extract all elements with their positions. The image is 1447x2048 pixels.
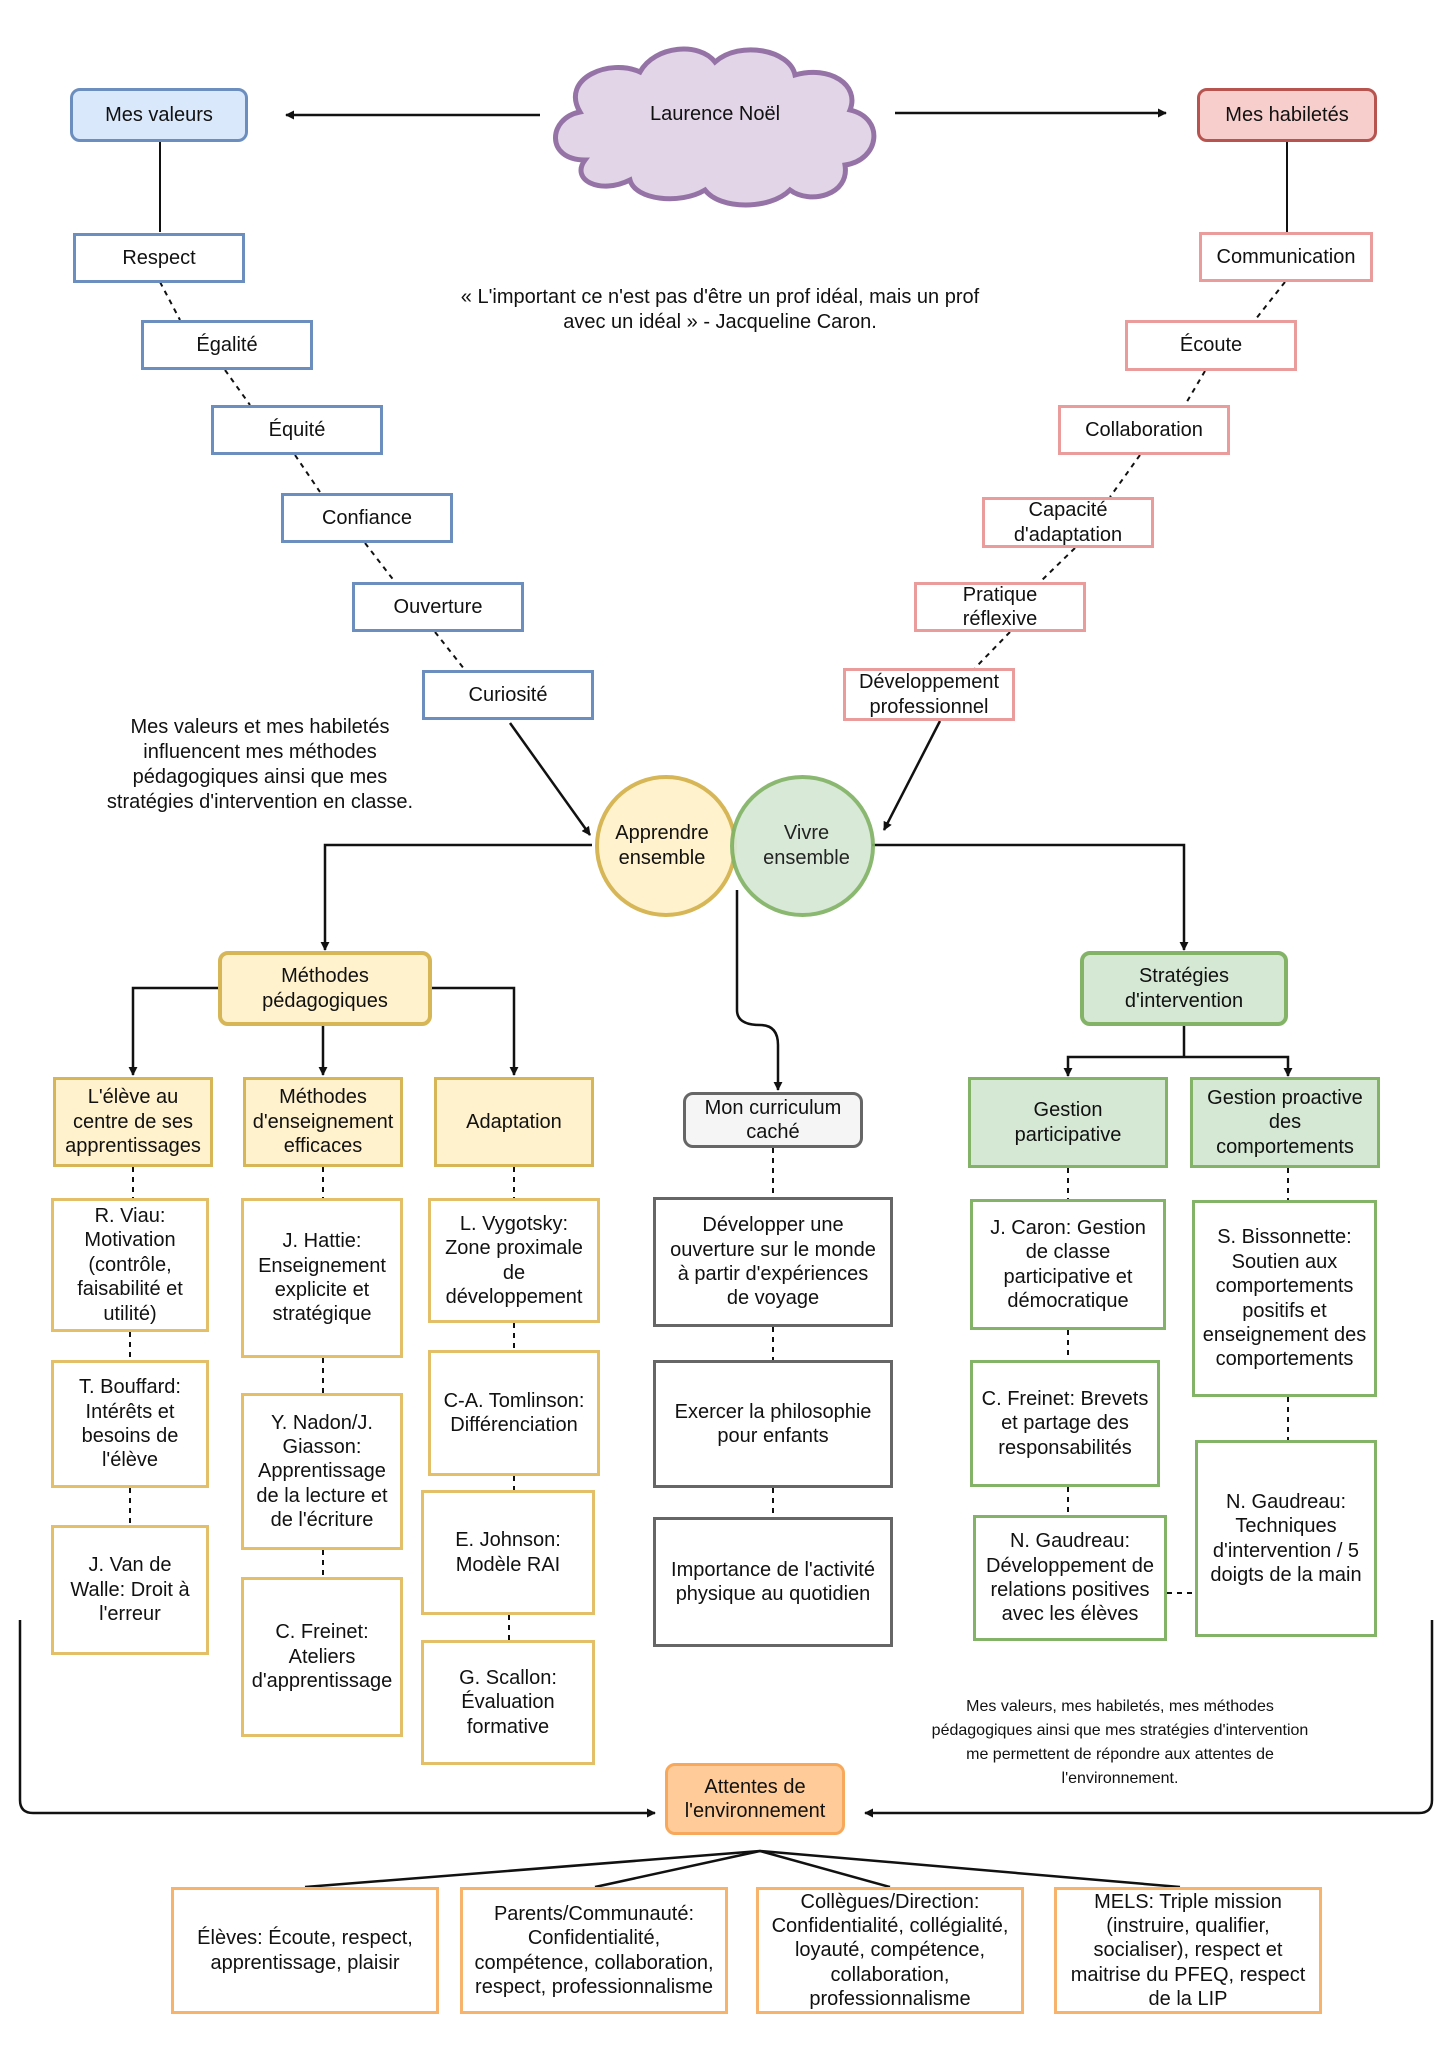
- strategies-title: Stratégies d'intervention: [1080, 951, 1288, 1026]
- arrow-methods-to-col1: [128, 986, 218, 1076]
- column-dashed-links: [129, 1148, 1289, 1640]
- arrow-methods-to-col3: [432, 986, 519, 1076]
- skills-chain-links: [974, 142, 1288, 669]
- skill-ecoute: Écoute: [1125, 320, 1297, 371]
- value-equite: Équité: [211, 405, 383, 455]
- strategies-col1-item-2: C. Freinet: Brevets et partage des respo…: [970, 1360, 1160, 1487]
- value-ouverture: Ouverture: [352, 582, 524, 632]
- methods-col1-item-2: T. Bouffard: Intérêts et besoins de l'él…: [51, 1360, 209, 1488]
- curriculum-title: Mon curriculum caché: [683, 1092, 863, 1148]
- methods-col3-item-2: C-A. Tomlinson: Différenciation: [428, 1350, 600, 1476]
- circle-apprendre-ensemble: Apprendre ensemble: [595, 775, 737, 917]
- expectation-collegues-direction: Collègues/Direction: Confidentialité, co…: [756, 1887, 1024, 2014]
- circle-vivre-ensemble: Vivre ensemble: [730, 775, 875, 917]
- expectations-title: Attentes de l'environnement: [665, 1763, 845, 1835]
- methods-col3-item-4: G. Scallon: Évaluation formative: [421, 1640, 595, 1765]
- skill-communication: Communication: [1199, 232, 1373, 282]
- methods-col2-item-1: J. Hattie: Enseignement explicite et str…: [241, 1198, 403, 1358]
- arrow-strategies-to-col1: [1063, 1055, 1184, 1077]
- values-chain-links: [159, 142, 466, 671]
- skill-developpement-professionnel: Développement professionnel: [843, 668, 1015, 721]
- expectation-mels: MELS: Triple mission (instruire, qualifi…: [1054, 1887, 1322, 2014]
- curriculum-item-1: Développer une ouverture sur le monde à …: [653, 1197, 893, 1327]
- skill-pratique-reflexive: Pratique réflexive: [914, 582, 1086, 632]
- center-name: Laurence Noël: [649, 103, 781, 125]
- values-title: Mes valeurs: [70, 88, 248, 142]
- arrow-strategies-to-col2: [1184, 1055, 1293, 1077]
- methods-col2-title: Méthodes d'enseignement efficaces: [243, 1077, 403, 1167]
- strategies-col1-title: Gestion participative: [968, 1077, 1168, 1168]
- curriculum-item-3: Importance de l'activité physique au quo…: [653, 1517, 893, 1647]
- methods-col1-item-3: J. Van de Walle: Droit à l'erreur: [51, 1525, 209, 1655]
- value-egalite: Égalité: [141, 320, 313, 370]
- methods-col3-item-3: E. Johnson: Modèle RAI: [421, 1490, 595, 1615]
- strategies-col1-item-1: J. Caron: Gestion de classe participativ…: [970, 1199, 1166, 1330]
- quote-text: « L'important ce n'est pas d'être un pro…: [460, 286, 980, 333]
- skill-collaboration: Collaboration: [1058, 405, 1230, 455]
- expectations-note: Mes valeurs, mes habiletés, mes méthodes…: [931, 1698, 1309, 1787]
- arrow-circles-to-strategies: [872, 843, 1189, 951]
- strategies-col1-item-3: N. Gaudreau: Développement de relations …: [973, 1515, 1167, 1641]
- methods-title: Méthodes pédagogiques: [218, 951, 432, 1026]
- cloud-shape: [553, 46, 877, 208]
- value-confiance: Confiance: [281, 493, 453, 543]
- methods-col1-item-1: R. Viau: Motivation (contrôle, faisabili…: [51, 1198, 209, 1332]
- methods-col2-item-2: Y. Nadon/J. Giasson: Apprentissage de la…: [241, 1393, 403, 1550]
- value-respect: Respect: [73, 233, 245, 283]
- strategies-col2-item-1: S. Bissonnette: Soutien aux comportement…: [1192, 1200, 1377, 1397]
- strategies-col2-item-2: N. Gaudreau: Techniques d'intervention /…: [1195, 1440, 1377, 1637]
- value-curiosite: Curiosité: [422, 670, 594, 720]
- methods-col3-item-1: L. Vygotsky: Zone proximale de développe…: [428, 1198, 600, 1323]
- strategies-col2-title: Gestion proactive des comportements: [1190, 1077, 1380, 1168]
- expectation-parents-communaute: Parents/Communauté: Confidentialité, com…: [460, 1887, 728, 2014]
- arrow-circles-to-curriculum: [735, 890, 783, 1091]
- arrow-right-to-expectations: [864, 1620, 1434, 1818]
- arrow-left-to-expectations: [18, 1620, 656, 1818]
- arrow-skills-to-circles: [882, 720, 942, 831]
- arrow-values-to-circles: [508, 722, 592, 836]
- methods-col2-item-3: C. Freinet: Ateliers d'apprentissage: [241, 1577, 403, 1737]
- skills-title: Mes habiletés: [1197, 88, 1377, 142]
- expectation-eleves: Élèves: Écoute, respect, apprentissage, …: [171, 1887, 439, 2014]
- arrow-circles-to-methods: [320, 843, 592, 951]
- expectations-fan: [304, 1849, 1181, 1889]
- skill-capacite-adaptation: Capacité d'adaptation: [982, 497, 1154, 548]
- methods-col3-title: Adaptation: [434, 1077, 594, 1167]
- curriculum-item-2: Exercer la philosophie pour enfants: [653, 1360, 893, 1488]
- methods-col1-title: L'élève au centre de ses apprentissages: [53, 1077, 213, 1167]
- influence-note: Mes valeurs et mes habiletés influencent…: [106, 716, 414, 813]
